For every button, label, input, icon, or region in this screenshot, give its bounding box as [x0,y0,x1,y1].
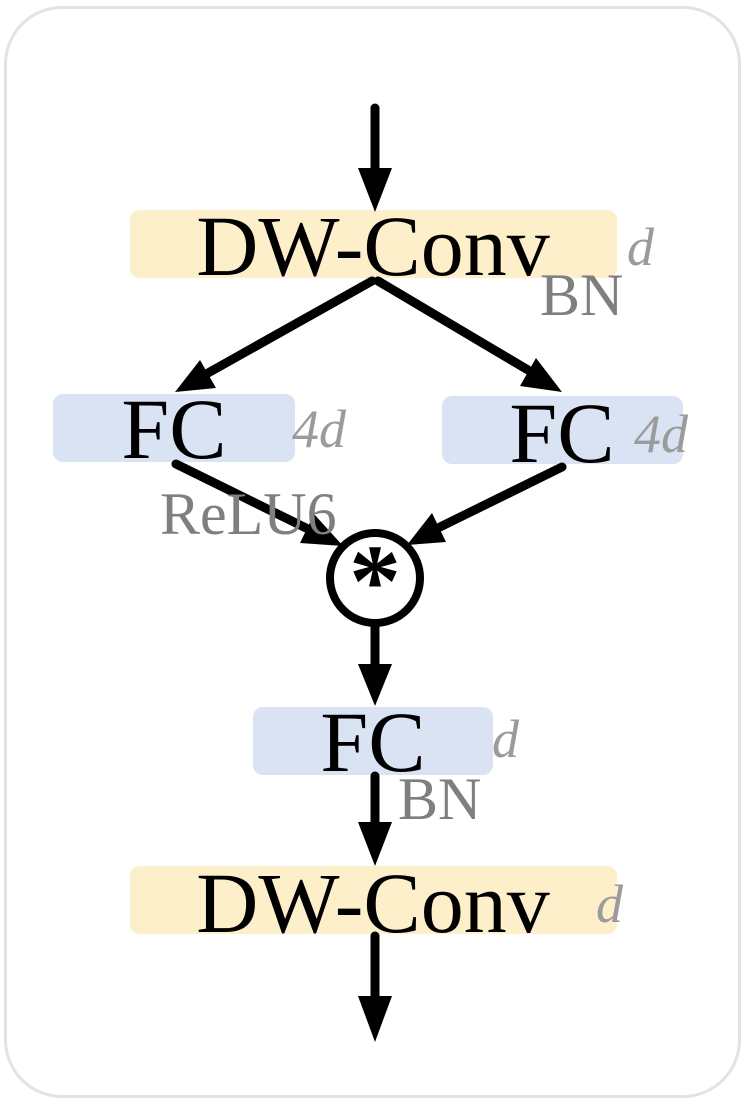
fc-left-label: FC [121,381,226,477]
star-operator-symbol: * [349,524,401,639]
dwconv-top-bn: BN [540,262,623,328]
star-operator-circle [326,529,424,627]
fc-right-dim: 4d [634,404,689,464]
fc-left-relu6: ReLU6 [160,481,337,547]
dwconv-top-box [130,210,617,278]
dwconv-to-fc-left-head [175,360,216,392]
dwconv-top-dim: d [627,217,655,277]
input-arrow-head [358,168,392,212]
dwconv-to-fc-left-line [203,276,377,378]
fc-mid-dim: d [492,709,520,769]
fc-left-box [53,394,295,462]
fc-left-dim: 4d [292,399,347,459]
star-to-fc-mid-head [358,664,392,706]
dwconv-bottom-label: DW-Conv [196,855,550,951]
dwconv-bottom-dim: d [596,874,624,934]
fc-mid-to-dwconv-head [358,822,392,866]
fc-mid-bn: BN [398,766,481,832]
dwconv-top-label: DW-Conv [196,198,550,294]
fc-right-box [442,396,683,464]
dwconv-bottom-box [130,866,617,934]
fc-mid-box [253,707,493,775]
dwconv-to-fc-right-head [520,358,562,392]
fc-right-to-star-head [407,513,446,545]
fc-right-label: FC [509,385,614,481]
output-arrow-head [358,996,392,1042]
fc-left-to-star-line [171,459,311,533]
fc-mid-label: FC [320,694,425,790]
fc-right-to-star-line [435,462,567,532]
fc-left-to-star-head [300,514,343,546]
dwconv-to-fc-right-line [373,276,533,375]
